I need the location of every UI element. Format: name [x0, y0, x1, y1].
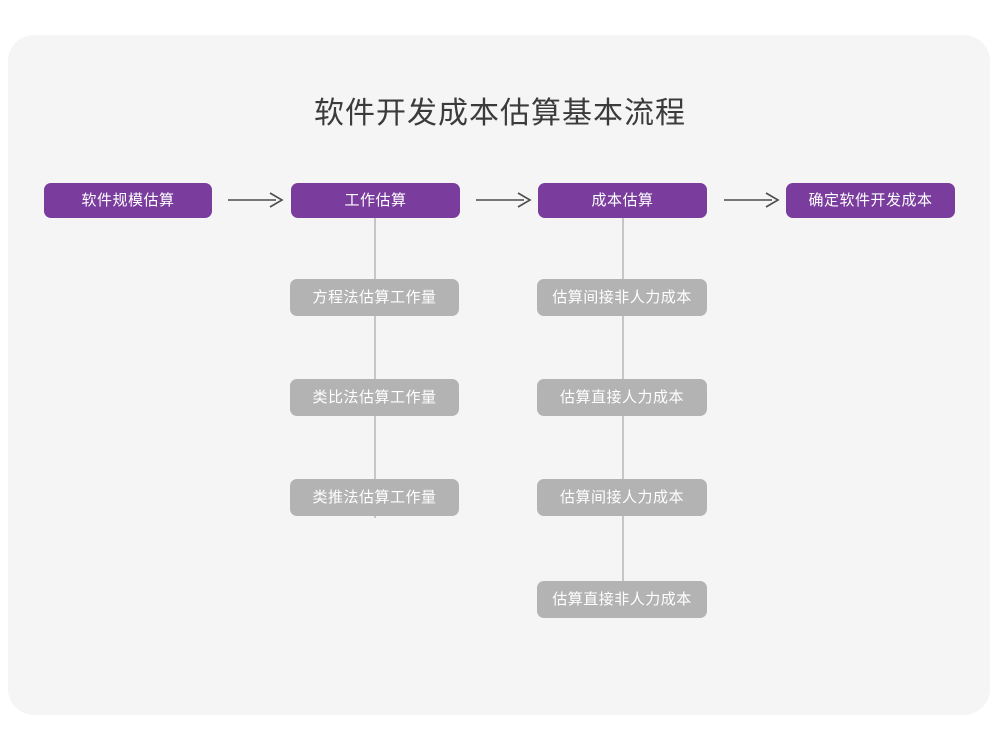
connector-line-cost-branch [622, 218, 624, 618]
flow-node-software-scale-estimation[interactable]: 软件规模估算 [44, 183, 212, 218]
branch-node-direct-labor-cost[interactable]: 估算直接人力成本 [537, 379, 707, 416]
arrow-right-icon-2 [476, 190, 532, 210]
flow-node-cost-estimation[interactable]: 成本估算 [538, 183, 707, 218]
branch-node-inference-method-effort[interactable]: 类推法估算工作量 [290, 479, 459, 516]
branch-node-analogy-method-effort[interactable]: 类比法估算工作量 [290, 379, 459, 416]
branch-node-indirect-labor-cost[interactable]: 估算间接人力成本 [537, 479, 707, 516]
arrow-right-icon-1 [228, 190, 284, 210]
connector-line-work-branch [374, 218, 376, 518]
arrow-right-icon-3 [724, 190, 780, 210]
branch-node-equation-method-effort[interactable]: 方程法估算工作量 [290, 279, 459, 316]
flow-node-determine-development-cost[interactable]: 确定软件开发成本 [786, 183, 955, 218]
branch-node-indirect-nonlabor-cost[interactable]: 估算间接非人力成本 [537, 279, 707, 316]
diagram-card [8, 35, 990, 715]
branch-node-direct-nonlabor-cost[interactable]: 估算直接非人力成本 [537, 581, 707, 618]
flow-node-effort-estimation[interactable]: 工作估算 [291, 183, 460, 218]
page-title: 软件开发成本估算基本流程 [314, 97, 686, 130]
